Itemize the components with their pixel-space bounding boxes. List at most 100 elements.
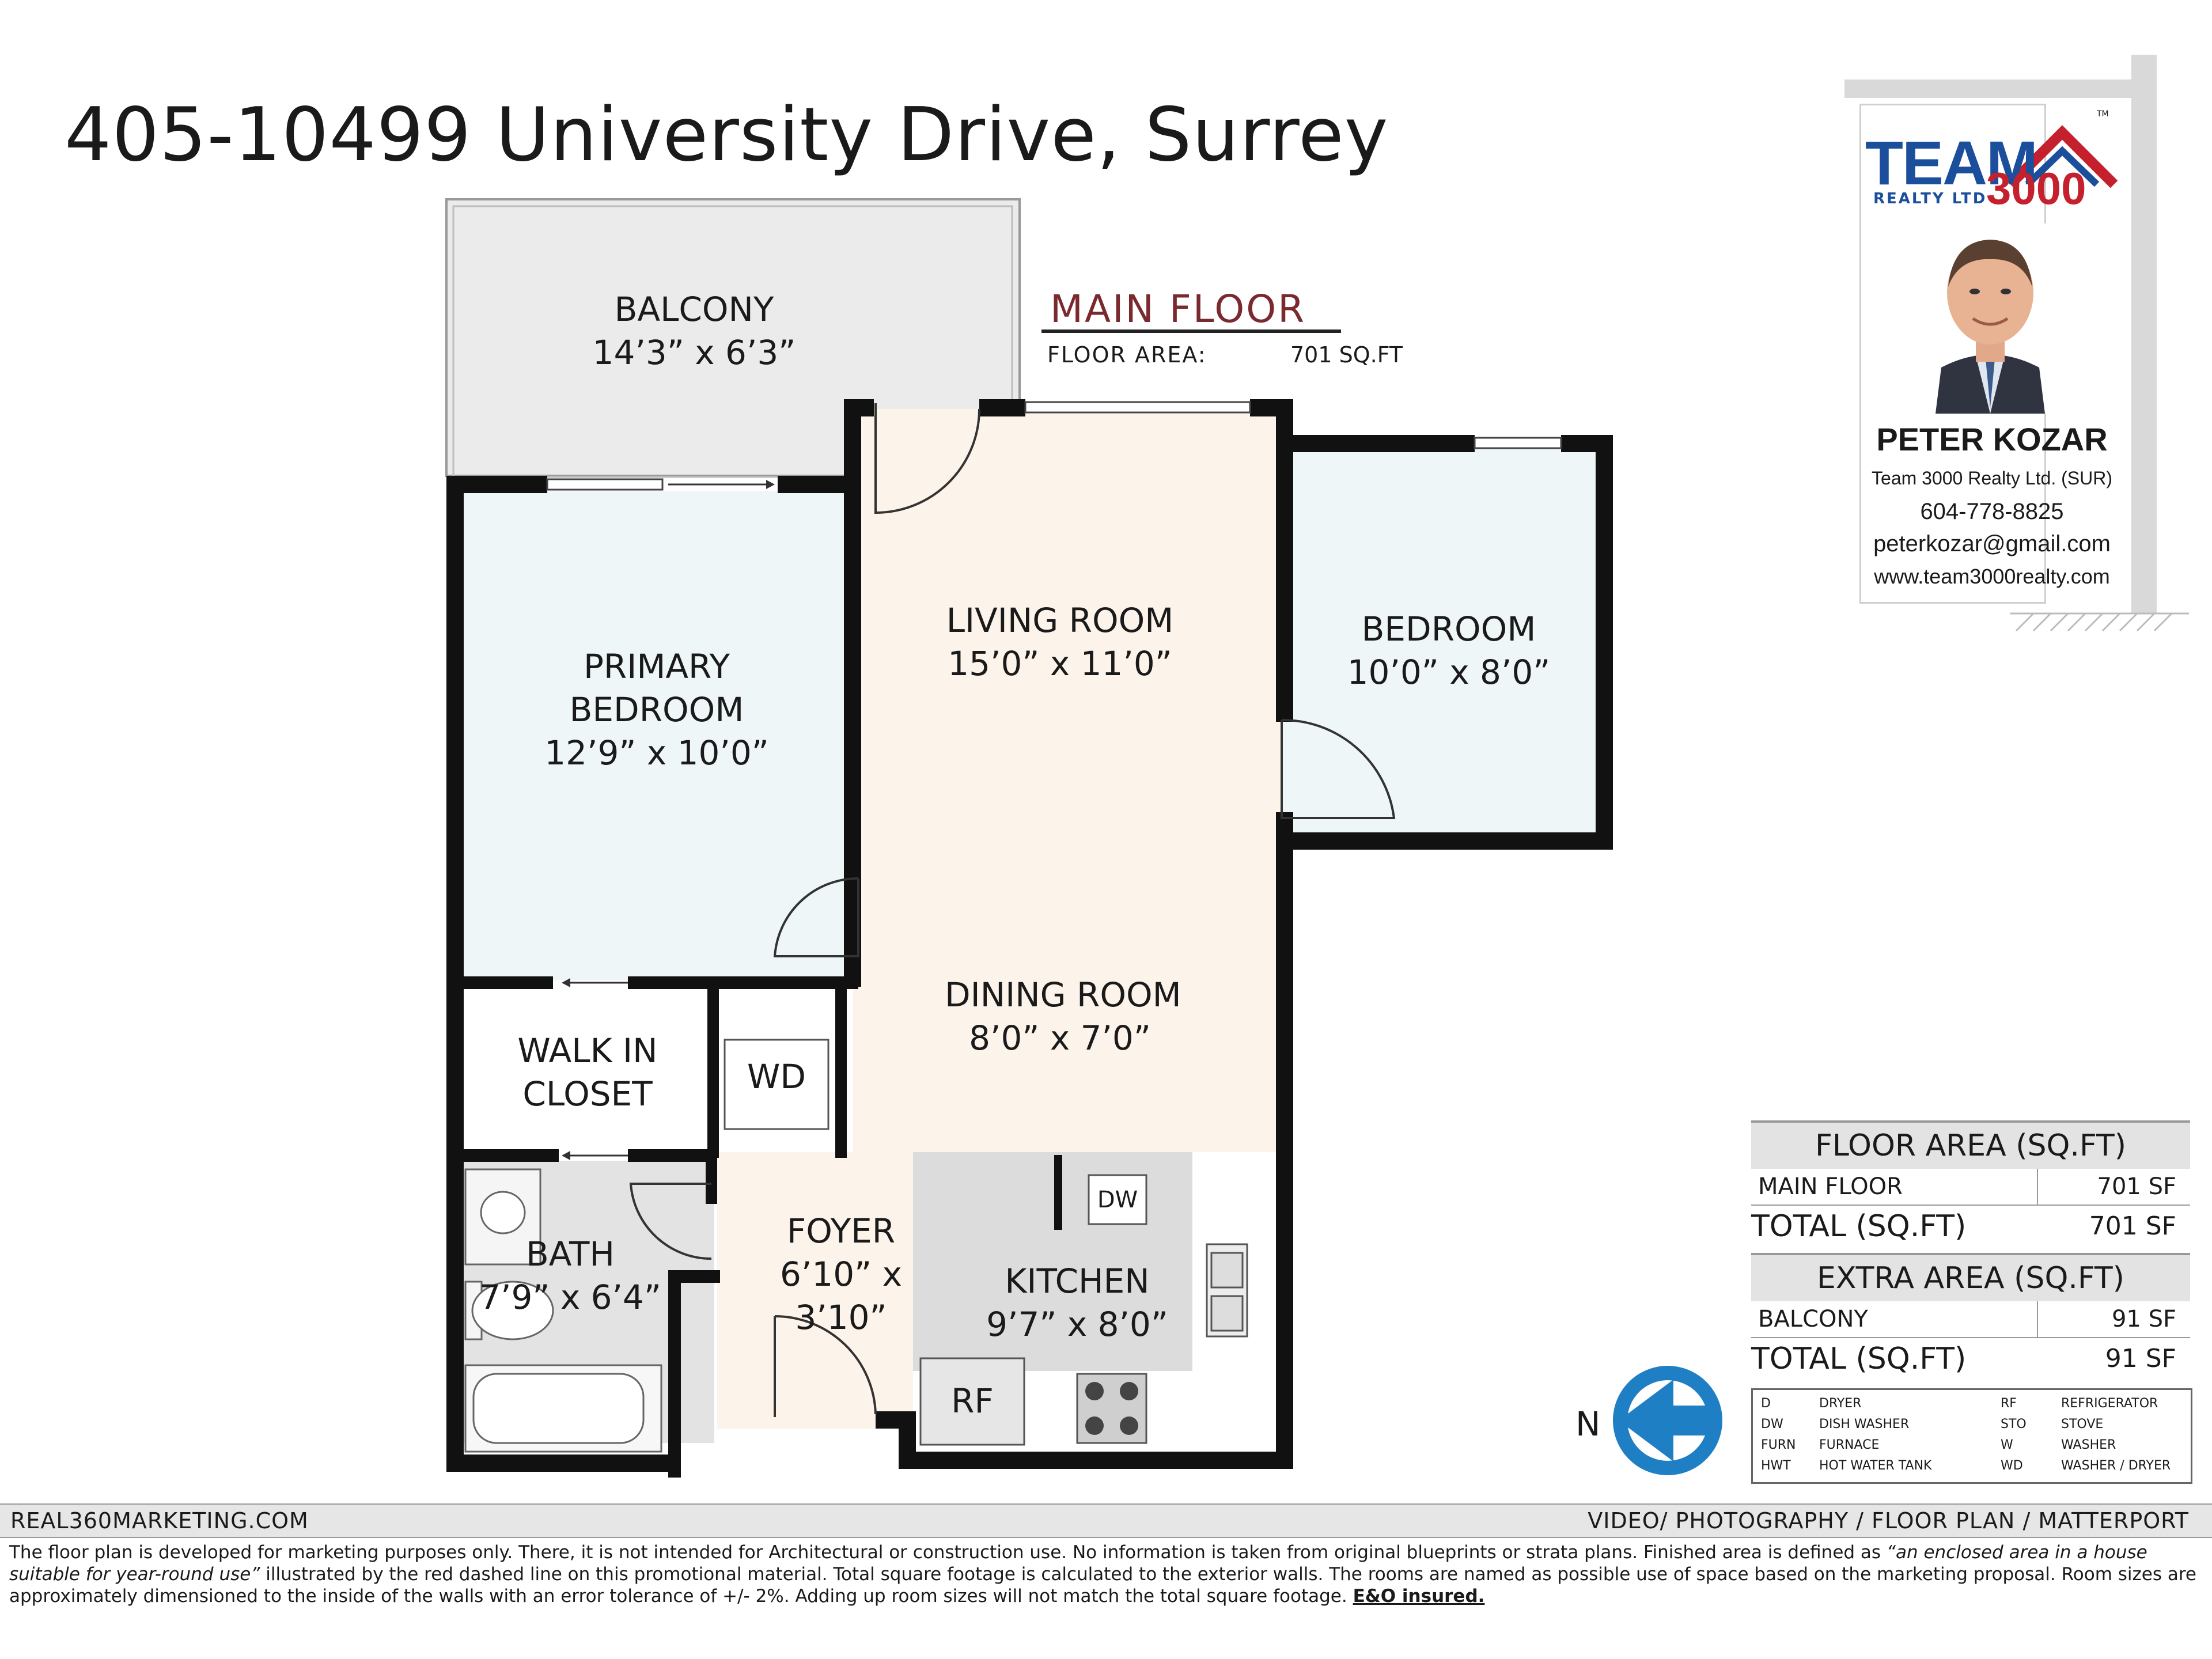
footer-website[interactable]: REAL360MARKETING.COM <box>10 1508 309 1533</box>
north-compass-icon <box>1613 1366 1722 1475</box>
legend-row: DW DISH WASHER STO STOVE <box>1753 1414 2191 1435</box>
main-floor-heading: MAIN FLOOR <box>1050 287 1306 331</box>
walk-in-closet-name-2: CLOSET <box>522 1074 653 1113</box>
logo-realty-text: REALTY LTD <box>1873 190 1987 207</box>
floor-area-row-label: MAIN FLOOR <box>1751 1169 2038 1205</box>
bedroom-fill <box>1282 444 1604 835</box>
balcony-name: BALCONY <box>614 290 774 329</box>
extra-area-table: EXTRA AREA (SQ.FT) BALCONY 91 SF TOTAL (… <box>1751 1253 2190 1380</box>
legend-abbr-2: WD <box>2001 1459 2023 1473</box>
legend-meaning-2: WASHER <box>2061 1438 2116 1452</box>
sign-ground-hatch <box>2010 612 2189 632</box>
legend-meaning: DRYER <box>1819 1396 1862 1411</box>
legend-meaning: HOT WATER TANK <box>1819 1459 1932 1473</box>
north-label: N <box>1575 1404 1601 1444</box>
bath-name: BATH <box>525 1234 615 1274</box>
legend-abbr: FURN <box>1761 1438 1796 1452</box>
extra-area-table-header: EXTRA AREA (SQ.FT) <box>1751 1253 2190 1301</box>
balcony-size: 14’3” x 6’3” <box>592 333 796 372</box>
agent-website[interactable]: www.team3000realty.com <box>1874 565 2110 588</box>
floor-area-total-row: TOTAL (SQ.FT) 701 SF <box>1751 1206 2190 1247</box>
balcony-label: BALCONY 14’3” x 6’3” <box>579 288 809 374</box>
legend-meaning-2: WASHER / DRYER <box>2061 1459 2171 1473</box>
refrigerator-label: RF <box>951 1381 994 1421</box>
table-row: MAIN FLOOR 701 SF <box>1751 1169 2190 1206</box>
dining-room-name: DINING ROOM <box>945 975 1181 1014</box>
primary-bedroom-name-2: BEDROOM <box>569 690 744 729</box>
dining-room-size: 8’0” x 7’0” <box>969 1018 1151 1058</box>
legend-abbr-2: W <box>2001 1438 2013 1452</box>
dishwasher-label: DW <box>1097 1187 1138 1213</box>
bedroom-label: BEDROOM 10’0” x 8’0” <box>1334 608 1564 694</box>
agent-email[interactable]: peterkozar@gmail.com <box>1873 531 2111 556</box>
legend-meaning-2: STOVE <box>2061 1417 2104 1431</box>
legend-abbr: HWT <box>1761 1459 1791 1473</box>
legend-meaning: DISH WASHER <box>1819 1417 1910 1431</box>
primary-bedroom-fill <box>461 491 853 980</box>
legend-abbr-2: RF <box>2001 1396 2017 1411</box>
sign-post <box>2131 55 2157 613</box>
kitchen-name: KITCHEN <box>1005 1262 1150 1301</box>
living-dining-fill <box>853 409 1282 1152</box>
legend-row: HWT HOT WATER TANK WD WASHER / DRYER <box>1753 1456 2191 1476</box>
bath-fixtures <box>464 1168 662 1453</box>
extra-area-total-value: 91 SF <box>2105 1344 2176 1373</box>
agent-company: Team 3000 Realty Ltd. (SUR) <box>1872 468 2112 488</box>
washer-dryer-label: WD <box>747 1057 806 1096</box>
kitchen-size: 9’7” x 8’0” <box>986 1305 1168 1344</box>
walls <box>446 399 1613 1478</box>
extra-area-row-value: 91 SF <box>2111 1306 2176 1332</box>
legend-abbr: D <box>1761 1396 1771 1411</box>
bedroom-name: BEDROOM <box>1361 609 1536 649</box>
living-room-name: LIVING ROOM <box>946 601 1174 640</box>
walk-in-closet-label: WALK IN CLOSET <box>484 1029 691 1116</box>
main-floor-divider <box>1041 329 1341 333</box>
bath-label: BATH 7’9” x 6’4” <box>455 1233 685 1319</box>
foyer-name: FOYER <box>786 1211 896 1251</box>
extra-area-row-label: BALCONY <box>1751 1301 2038 1337</box>
agent-name: PETER KOZAR <box>1876 421 2108 457</box>
footer-bar <box>0 1503 2212 1538</box>
living-room-size: 15’0” x 11’0” <box>948 644 1172 683</box>
floor-area-total-value: 701 SF <box>2089 1211 2176 1241</box>
disclaimer-text: The floor plan is developed for marketin… <box>9 1541 2198 1607</box>
kitchen-label: KITCHEN 9’7” x 8’0” <box>962 1260 1192 1346</box>
footer-services: VIDEO/ PHOTOGRAPHY / FLOOR PLAN / MATTER… <box>1588 1508 2189 1533</box>
living-room-label: LIVING ROOM 15’0” x 11’0” <box>945 599 1175 685</box>
primary-bedroom-label: PRIMARY BEDROOM 12’9” x 10’0” <box>541 645 772 775</box>
walk-in-closet-fill <box>461 988 709 1152</box>
stove-burners <box>1085 1382 1138 1435</box>
door-swings <box>629 403 1396 1417</box>
legend-meaning: FURNACE <box>1819 1438 1880 1452</box>
floor-area-table-header: FLOOR AREA (SQ.FT) <box>1751 1120 2190 1169</box>
walk-in-closet-name-1: WALK IN <box>517 1031 658 1070</box>
disclaimer-quote: “an enclosed area in a house suitable fo… <box>9 1542 2147 1585</box>
sign-bar <box>1844 79 2156 98</box>
extra-area-total-label: TOTAL (SQ.FT) <box>1751 1342 1967 1376</box>
legend-meaning-2: REFRIGERATOR <box>2061 1396 2158 1411</box>
floor-area-value: 701 SQ.FT <box>1290 342 1403 368</box>
floor-area-row-value: 701 SF <box>2097 1173 2176 1200</box>
floor-area-table: FLOOR AREA (SQ.FT) MAIN FLOOR 701 SF TOT… <box>1751 1120 2190 1247</box>
logo-tm-mark: TM <box>2097 109 2109 119</box>
logo-team-text: TEAM <box>1865 128 2038 198</box>
disclaimer-part-2: illustrated by the red dashed line on th… <box>9 1564 2196 1607</box>
disclaimer-part-1: The floor plan is developed for marketin… <box>9 1542 1887 1563</box>
dining-room-label: DINING ROOM 8’0” x 7’0” <box>945 974 1181 1060</box>
legend-abbr-2: STO <box>2001 1417 2027 1431</box>
primary-bedroom-size: 12’9” x 10’0” <box>544 733 769 772</box>
abbreviation-legend: D DRYER RF REFRIGERATOR DW DISH WASHER S… <box>1751 1388 2192 1484</box>
floor-area-label: FLOOR AREA: <box>1047 342 1207 368</box>
foyer-size-2: 3’10” <box>795 1298 887 1337</box>
legend-row: D DRYER RF REFRIGERATOR <box>1753 1393 2191 1414</box>
team3000-roof-icon <box>2006 125 2118 188</box>
agent-photo <box>1930 224 2051 414</box>
logo-number-text: 3000 <box>1986 163 2086 214</box>
foyer-size-1: 6’10” x <box>780 1255 902 1294</box>
primary-bedroom-name-1: PRIMARY <box>583 647 730 686</box>
foyer-fill <box>717 1152 913 1429</box>
agent-phone[interactable]: 604-778-8825 <box>1920 499 2064 524</box>
disclaimer-eo: E&O insured. <box>1353 1586 1485 1607</box>
foyer-label: FOYER 6’10” x 3’10” <box>743 1210 939 1339</box>
